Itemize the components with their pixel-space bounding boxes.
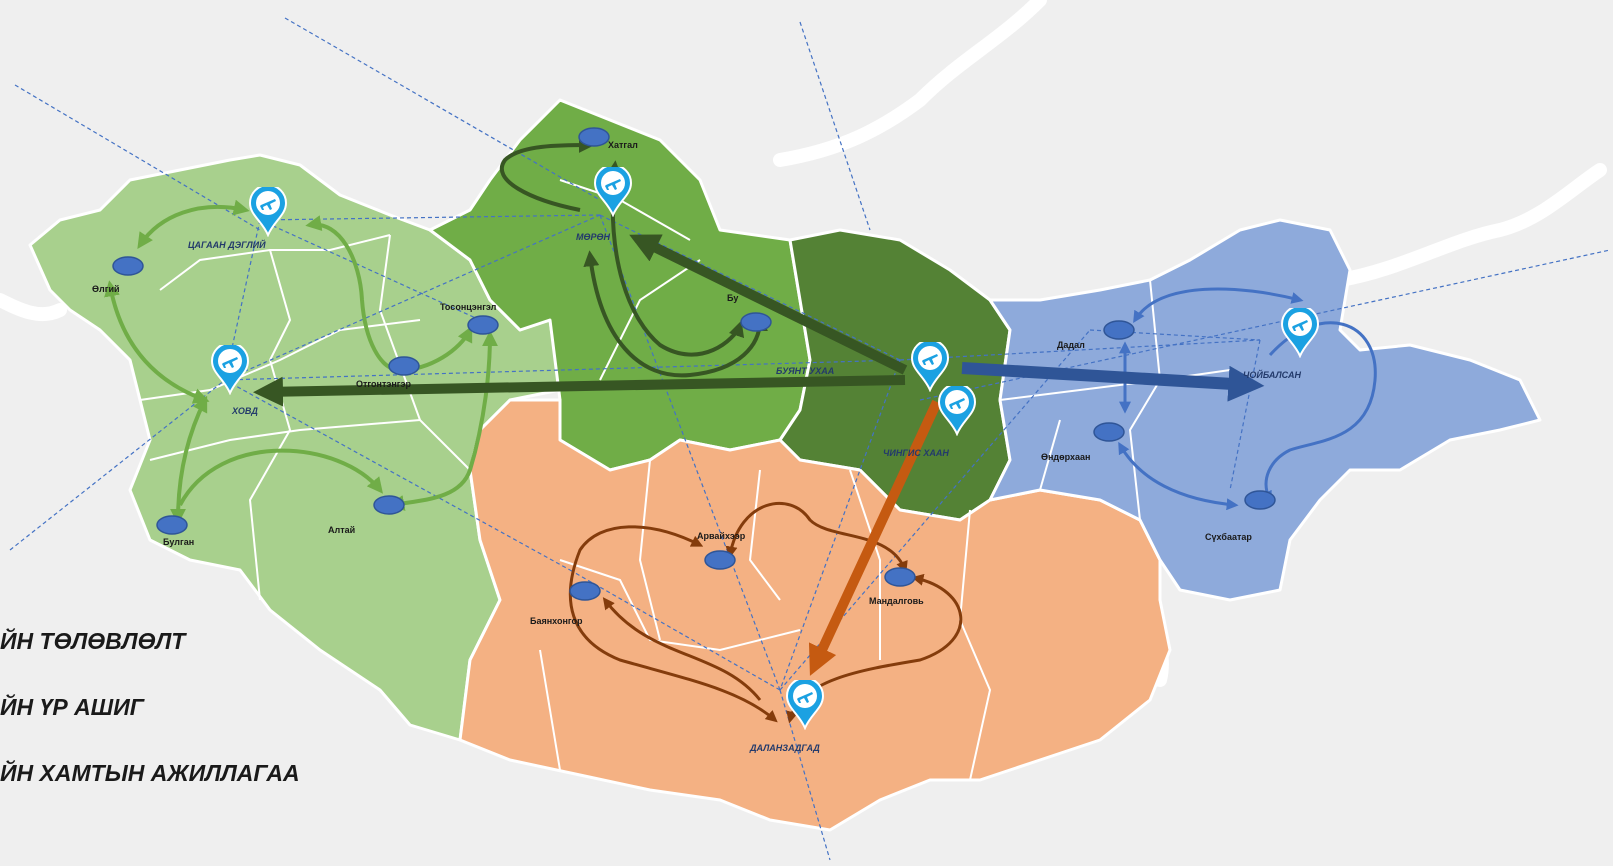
hub-label-chinggis: ЧИНГИС ХААН	[883, 448, 949, 458]
hub-label-choibalsan: ЧОЙБАЛСАН	[1243, 369, 1301, 380]
town-marker-mandalgovi[interactable]	[884, 567, 916, 587]
town-marker-altai[interactable]	[373, 495, 405, 515]
town-marker-arvaikheer[interactable]	[704, 550, 736, 570]
town-label-dadal: Дадал	[1057, 340, 1085, 350]
town-marker-bulgan[interactable]	[156, 515, 188, 535]
town-label-mandalgovi: Мандалговь	[869, 596, 924, 606]
routes-north	[500, 137, 768, 378]
hub-labels: ЦАГААН ДЭГЛИЙ ХОВД МӨРӨН БУЯНТ УХАА ЧИНГ…	[188, 232, 1301, 753]
hub-label-tsagaan: ЦАГААН ДЭГЛИЙ	[188, 239, 266, 250]
town-label-otgontenger: Отгонтэнгэр	[356, 379, 412, 389]
town-marker-dadal[interactable]	[1103, 320, 1135, 340]
town-markers	[112, 127, 1276, 601]
routes-west	[104, 199, 498, 525]
hub-label-khovd: ХОВД	[231, 406, 258, 416]
town-marker-tosontsengel[interactable]	[467, 315, 499, 335]
town-marker-bayankhongor[interactable]	[569, 581, 601, 601]
hub-label-buyant: БУЯНТ УХАА	[776, 366, 834, 376]
hub-label-moron: МӨРӨН	[576, 232, 611, 242]
town-label-tosontsengel: Тосонцэнгэл	[440, 302, 497, 312]
town-label-bayankhongor: Баянхонгор	[530, 616, 583, 626]
town-label-altai: Алтай	[328, 525, 355, 535]
legend-item-benefit: ЙН ҮР АШИГ	[0, 694, 144, 720]
town-marker-sukhbaatar[interactable]	[1244, 490, 1276, 510]
town-marker-olgii[interactable]	[112, 256, 144, 276]
trunk-routes	[253, 234, 1265, 676]
town-marker-khatgal[interactable]	[578, 127, 610, 147]
town-labels: Өлгий Тосонцэнгэл Отгонтэнгэр Булган Алт…	[92, 140, 1252, 626]
town-marker-ondorkhaan[interactable]	[1093, 422, 1125, 442]
town-label-ondorkhaan: Өндөрхаан	[1041, 452, 1090, 462]
town-label-khatgal: Хатгал	[608, 140, 638, 150]
town-marker-bulgan-north[interactable]	[740, 312, 772, 332]
town-marker-otgontenger[interactable]	[388, 356, 420, 376]
legend-item-planning: ЙН ТӨЛӨВЛӨЛТ	[0, 628, 186, 654]
town-label-sukhbaatar: Сүхбаатар	[1205, 532, 1252, 542]
hub-label-dalanzadgad: ДАЛАНЗАДГАД	[749, 743, 820, 753]
town-label-olgii: Өлгий	[92, 284, 120, 294]
town-label-arvaikheer: Арвайхээр	[697, 531, 746, 541]
legend-item-cooperation: ЙН ХАМТЫН АЖИЛЛАГАА	[0, 760, 300, 786]
town-label-bulgan-north: Бу	[727, 293, 738, 303]
town-label-bulgan: Булган	[163, 537, 194, 547]
